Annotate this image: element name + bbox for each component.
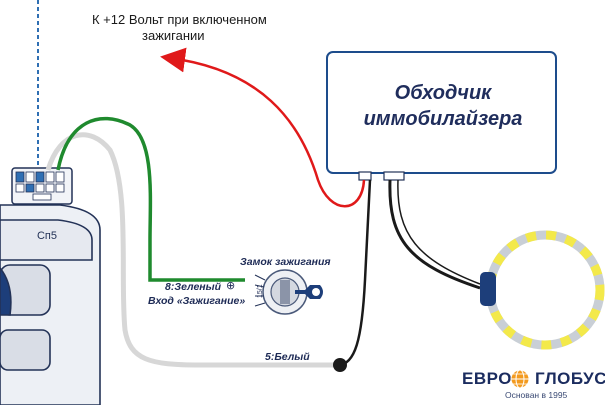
ignition-power-label: К +12 Вольт при включенном зажигании [92, 12, 267, 44]
connector-label: Сп5 [36, 230, 58, 242]
ignition-lock-label: Замок зажигания [240, 256, 331, 268]
logo-subtitle: Основан в 1995 [505, 390, 568, 400]
white-wire-splice [333, 358, 347, 372]
switch-pin-label: 15/1 [257, 284, 264, 298]
logo-text-left: ЕВРО [462, 369, 512, 388]
ignition-input-label: Вход «Зажигание» [148, 295, 246, 307]
ignition-power-label-line1: К +12 Вольт при включенном [92, 12, 267, 27]
antenna-wire [388, 179, 481, 290]
red-wire [160, 47, 366, 208]
bypass-box [326, 51, 557, 174]
white-wire-label: 5:Белый [265, 351, 310, 363]
white-wire [45, 132, 338, 368]
dashboard-body [0, 204, 101, 405]
ignition-lock [254, 269, 323, 315]
bypass-box-title: Обходчик иммобилайзера [330, 80, 556, 132]
ignition-power-label-line2: зажигании [142, 28, 205, 43]
logo-panel [455, 360, 605, 405]
connector-block [11, 167, 73, 205]
globe-icon [510, 369, 530, 389]
logo-text-right: ГЛОБУС [535, 369, 605, 388]
antenna-ring [485, 230, 605, 350]
green-wire-label: 8:Зеленый [165, 281, 222, 293]
box-title-line1: Обходчик [394, 82, 492, 104]
plus-symbol-icon: ⊕ [226, 279, 236, 292]
green-wire [56, 116, 245, 282]
box-title-line2: иммобилайзера [363, 108, 523, 130]
antenna-connector [480, 272, 496, 306]
